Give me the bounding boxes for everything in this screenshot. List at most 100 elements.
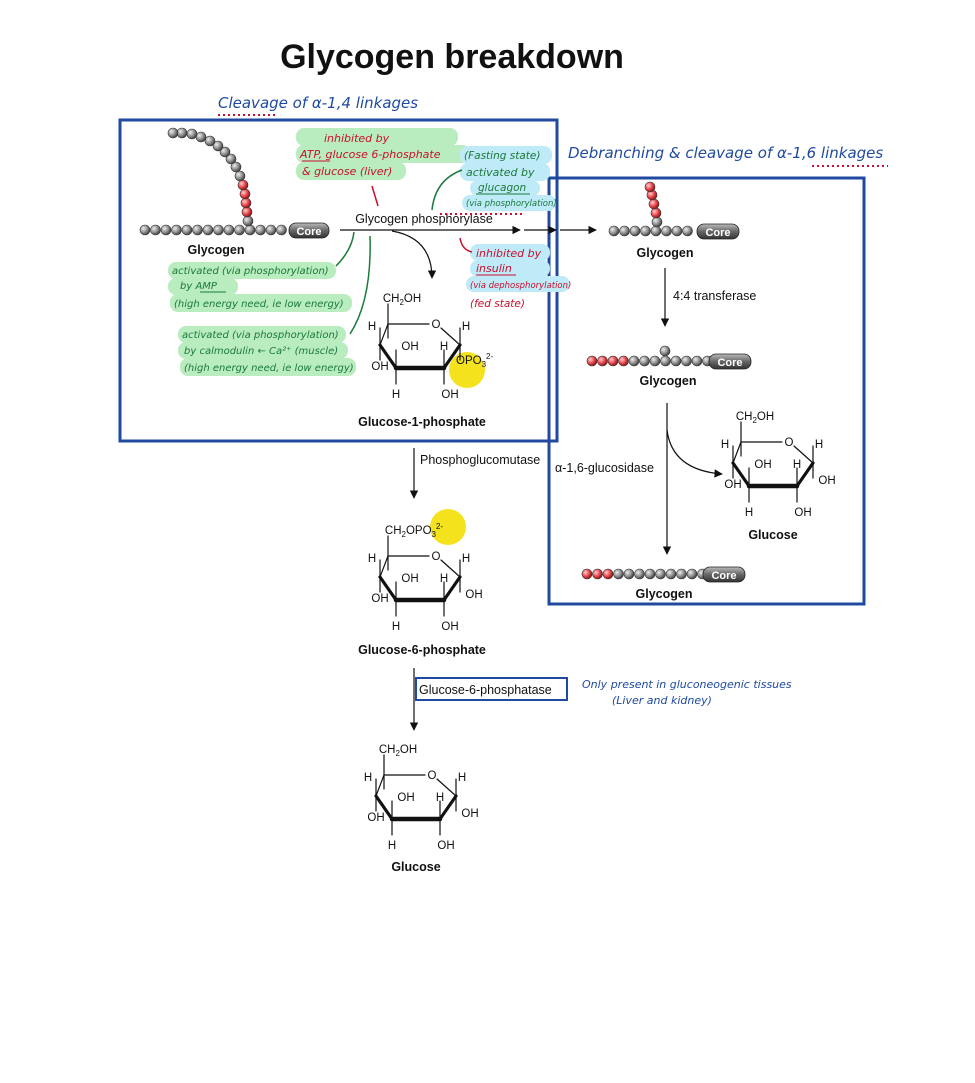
note-insulin-2: insulin [476, 262, 512, 275]
svg-text:H: H [440, 341, 448, 353]
svg-text:Core: Core [717, 357, 742, 369]
glucose-bead [276, 224, 287, 236]
glucose-bead [640, 225, 651, 237]
g6p-label: Glucose-6-phosphate [358, 643, 486, 657]
glucose-bead [665, 568, 677, 580]
glucose-bead [223, 224, 235, 236]
glucose-bead [671, 225, 683, 237]
note-inhibited-2: ATP, glucose 6-phosphate [299, 148, 441, 161]
red-glucose-bead [597, 355, 608, 367]
note-ca-1: activated (via phosphorylation) [182, 330, 339, 341]
glucose-bead [192, 224, 203, 236]
glucosidase-label: α-1,6-glucosidase [555, 461, 654, 475]
note-inhibited-1: inhibited by [324, 132, 390, 145]
svg-text:OH: OH [397, 792, 414, 804]
glucose-bead [202, 224, 214, 236]
glucose-bead [670, 355, 682, 367]
glucose-bead [204, 135, 216, 147]
svg-text:O: O [432, 319, 441, 331]
ch2oh-group: CH2OH [379, 744, 417, 758]
page-title: Glycogen breakdown [280, 38, 624, 76]
svg-text:OH: OH [441, 621, 458, 633]
svg-text:OH: OH [818, 475, 835, 487]
glucose-bead [686, 568, 698, 580]
red-glucose-bead [241, 206, 253, 218]
glucose-bead [608, 225, 620, 237]
glucose-bead [681, 355, 692, 367]
svg-text:Core: Core [711, 570, 736, 582]
handwritten-notes: Cleavage of α-1,4 linkages Debranching &… [172, 94, 888, 707]
svg-text:H: H [368, 553, 376, 565]
glucose-bead [644, 568, 656, 580]
g1p-release-arrow [391, 230, 437, 279]
core-label-1: Core [296, 226, 321, 238]
note-gluconeogenic-2: (Liver and kidney) [612, 694, 712, 707]
svg-text:OH: OH [465, 589, 482, 601]
glucose-bead [212, 140, 224, 152]
glucose-bead [639, 355, 650, 367]
svg-text:O: O [785, 437, 794, 449]
svg-text:O: O [432, 551, 441, 563]
note-amp-2: by AMP [180, 281, 218, 292]
svg-text:H: H [793, 459, 801, 471]
svg-text:OH: OH [441, 389, 458, 401]
ch2oh-group: CH2OH [736, 411, 774, 425]
phosphatase-label: Glucose-6-phosphatase [419, 683, 552, 697]
svg-text:OH: OH [794, 507, 811, 519]
glucose-bead [682, 225, 693, 237]
phosphate-group: OPO32- [456, 352, 493, 369]
glucose-bead [219, 146, 231, 158]
note-inhibited-3: & glucose (liver) [302, 165, 392, 178]
svg-text:OH: OH [437, 840, 454, 852]
glucose-bead [139, 224, 151, 236]
glucose-bead [634, 568, 645, 580]
svg-text:OH: OH [724, 479, 741, 491]
note-fasting-4: (via phosphorylation) [466, 199, 557, 209]
svg-text:OH: OH [461, 808, 478, 820]
glucose-bead [691, 355, 703, 367]
glycogen-structure-2: Core Glycogen [608, 181, 740, 260]
glucose-bead [660, 355, 671, 367]
enzyme-phosphorylase-label: Glycogen phosphorylase [355, 212, 493, 226]
note-gluconeogenic-1: Only present in gluconeogenic tissues [582, 678, 792, 691]
note-cleavage-14: Cleavage of α-1,4 linkages [218, 94, 418, 112]
svg-text:H: H [388, 840, 396, 852]
glucose-bead [234, 224, 245, 236]
glucose-bead [150, 224, 161, 236]
glucose-bead [676, 568, 687, 580]
glucose-label-right: Glucose [748, 528, 797, 542]
svg-text:H: H [815, 439, 823, 451]
ch2oh-group: CH2OH [383, 293, 421, 307]
red-glucose-bead [237, 179, 249, 191]
glucose-bead [171, 224, 182, 236]
glucose-bead [160, 224, 172, 236]
glucose-bead [242, 215, 254, 227]
svg-text:OH: OH [367, 812, 384, 824]
glucose-label-bottom: Glucose [391, 860, 440, 874]
svg-text:H: H [458, 772, 466, 784]
mutase-label: Phosphoglucomutase [420, 453, 540, 467]
glucose-bead [629, 225, 641, 237]
svg-text:H: H [368, 321, 376, 333]
red-glucose-bead [239, 188, 251, 200]
note-debranching: Debranching & cleavage of α-1,6 linkages [568, 144, 883, 162]
ch2-phosphate-group: CH2OPO32- [385, 522, 444, 539]
note-ca-3: (high energy need, ie low energy) [184, 363, 354, 374]
note-insulin-4: (fed state) [470, 298, 525, 310]
red-glucose-bead [644, 181, 656, 193]
note-insulin-3: (via dephosphorylation) [470, 281, 571, 291]
red-glucose-bead [602, 568, 614, 580]
glucose-bead [167, 127, 179, 139]
glycogen-label-2: Glycogen [637, 246, 694, 260]
svg-text:H: H [462, 321, 470, 333]
glucose-bead [186, 128, 198, 140]
svg-text:OH: OH [754, 459, 771, 471]
svg-text:H: H [440, 573, 448, 585]
phosphatase-box [415, 677, 568, 701]
svg-text:H: H [462, 553, 470, 565]
svg-text:H: H [436, 792, 444, 804]
glucose-bead [225, 153, 237, 165]
